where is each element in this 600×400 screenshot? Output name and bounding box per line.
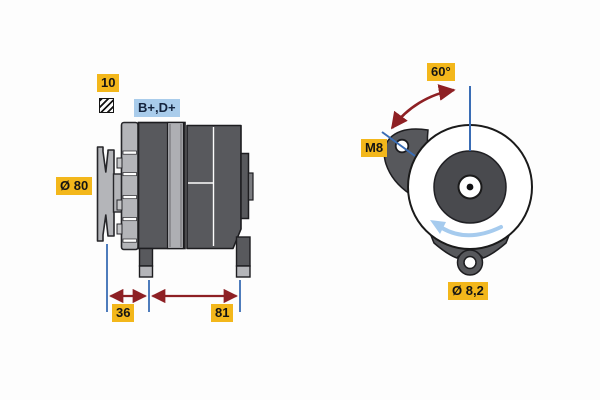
angle-arc-60 bbox=[390, 84, 456, 130]
mount-hole-bottom bbox=[463, 255, 477, 270]
front-view-dimensions bbox=[381, 84, 471, 157]
thread-size-label: M8 bbox=[361, 139, 388, 157]
rear-tab bbox=[247, 172, 254, 201]
mounting-foot-rear bbox=[235, 236, 251, 278]
terminals-label: B+,D+ bbox=[134, 99, 180, 117]
fan-hub-tabs bbox=[116, 157, 123, 235]
side-view-dimensions bbox=[106, 244, 241, 312]
rear-protrusion bbox=[240, 152, 250, 220]
hole-diameter-label: Ø 8,2 bbox=[448, 282, 488, 300]
dim-36-label: 36 bbox=[112, 304, 135, 322]
pulley-diameter-label: Ø 80 bbox=[56, 177, 93, 195]
pulley-side-profile bbox=[96, 146, 115, 242]
front-view-drawing bbox=[383, 124, 533, 276]
hatch-pattern-icon bbox=[99, 98, 114, 113]
belt-width-label: 10 bbox=[97, 74, 120, 92]
fan-fin-gaps bbox=[122, 150, 137, 243]
shaft-center-dot bbox=[466, 183, 474, 191]
stator-band bbox=[166, 121, 185, 250]
side-view-drawing bbox=[96, 121, 254, 278]
lug-axis-line bbox=[381, 131, 416, 157]
dim-81-label: 81 bbox=[211, 304, 234, 322]
fan-section bbox=[120, 121, 139, 251]
mount-angle-label: 60° bbox=[427, 63, 455, 81]
mounting-foot-front bbox=[138, 247, 154, 278]
rotation-direction-arrow bbox=[430, 220, 503, 238]
